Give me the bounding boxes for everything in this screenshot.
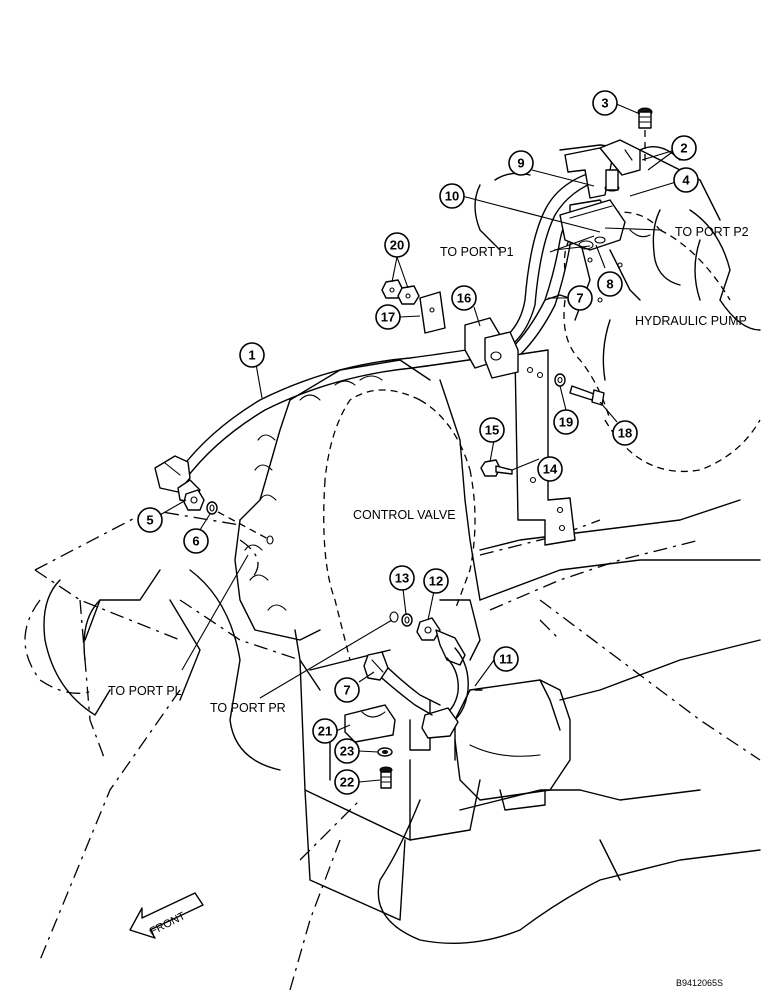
callout-10: 10 (439, 183, 465, 209)
plate-17 (419, 291, 446, 334)
callout-20: 20 (384, 232, 410, 258)
oring-6 (206, 501, 218, 515)
svg-text:3: 3 (601, 96, 608, 111)
svg-text:10: 10 (445, 189, 459, 204)
callout-8: 8 (597, 271, 623, 297)
callout-15: 15 (479, 417, 505, 443)
clamp-16 (464, 317, 519, 379)
label-to-port-pl: TO PORT PL (108, 684, 182, 698)
bolt-22 (379, 766, 393, 789)
svg-text:20: 20 (390, 238, 404, 253)
svg-text:23: 23 (340, 744, 354, 759)
label-control-valve: CONTROL VALVE (353, 508, 456, 522)
bracket-14 (514, 349, 576, 546)
callout-7-lower: 7 (334, 677, 360, 703)
oring-13 (401, 613, 413, 627)
svg-text:19: 19 (559, 415, 573, 430)
svg-text:2: 2 (680, 141, 687, 156)
label-to-port-pr: TO PORT PR (210, 701, 286, 715)
svg-text:13: 13 (395, 571, 409, 586)
hose-11 (421, 629, 483, 739)
callout-2: 2 (671, 135, 697, 161)
washer-23 (377, 747, 393, 757)
svg-text:7: 7 (576, 291, 583, 306)
callout-4: 4 (673, 167, 699, 193)
hydraulic-pump-outline (563, 211, 761, 473)
port-pr-oring (389, 611, 399, 623)
svg-text:12: 12 (429, 574, 443, 589)
callout-21: 21 (312, 718, 338, 744)
svg-text:22: 22 (340, 775, 354, 790)
label-to-port-p2: TO PORT P2 (675, 225, 749, 239)
callout-14: 14 (537, 456, 563, 482)
nuts-20 (381, 279, 420, 305)
callout-12: 12 (423, 568, 449, 594)
callout-22: 22 (334, 769, 360, 795)
callout-17: 17 (375, 304, 401, 330)
svg-text:14: 14 (543, 462, 558, 477)
callout-7-upper: 7 (567, 285, 593, 311)
callout-1: 1 (239, 342, 265, 368)
callout-16: 16 (451, 285, 477, 311)
svg-text:8: 8 (606, 277, 613, 292)
svg-text:21: 21 (318, 724, 332, 739)
svg-text:9: 9 (517, 156, 524, 171)
fitting-12 (416, 617, 441, 641)
washer-19 (554, 373, 566, 387)
svg-text:1: 1 (248, 348, 255, 363)
svg-text:7: 7 (343, 683, 350, 698)
svg-text:5: 5 (146, 513, 153, 528)
svg-text:18: 18 (618, 426, 632, 441)
bolt-18 (569, 385, 605, 406)
callout-13: 13 (389, 565, 415, 591)
port-pl-dashed-line (217, 511, 271, 541)
port-pl-oring (266, 535, 274, 545)
callout-19: 19 (553, 409, 579, 435)
svg-text:11: 11 (499, 652, 513, 667)
callout-18: 18 (612, 420, 638, 446)
callout-23: 23 (334, 738, 360, 764)
hose-7-lower (363, 651, 441, 716)
drawing-number: B9412065S (676, 978, 723, 988)
callout-9: 9 (508, 150, 534, 176)
valve-body (234, 359, 481, 921)
control-valve-outline (323, 389, 476, 661)
leader-lines (159, 102, 677, 783)
bolt-15 (480, 459, 513, 477)
fitting-5 (183, 489, 205, 511)
svg-text:16: 16 (457, 291, 471, 306)
svg-text:15: 15 (485, 423, 499, 438)
clamp-21 (344, 704, 396, 743)
svg-text:4: 4 (682, 173, 690, 188)
chassis-lower-outline (43, 499, 761, 945)
svg-text:17: 17 (381, 310, 395, 325)
front-arrow: FRONT (129, 892, 204, 939)
pump-manifold (559, 169, 626, 251)
label-hydraulic-pump: HYDRAULIC PUMP (635, 314, 747, 328)
hose-1 (154, 169, 601, 503)
callout-5: 5 (137, 507, 163, 533)
svg-text:6: 6 (192, 534, 199, 549)
callout-6: 6 (183, 528, 209, 554)
callout-11: 11 (493, 646, 519, 672)
callout-3: 3 (592, 90, 618, 116)
label-to-port-p1: TO PORT P1 (440, 245, 514, 259)
